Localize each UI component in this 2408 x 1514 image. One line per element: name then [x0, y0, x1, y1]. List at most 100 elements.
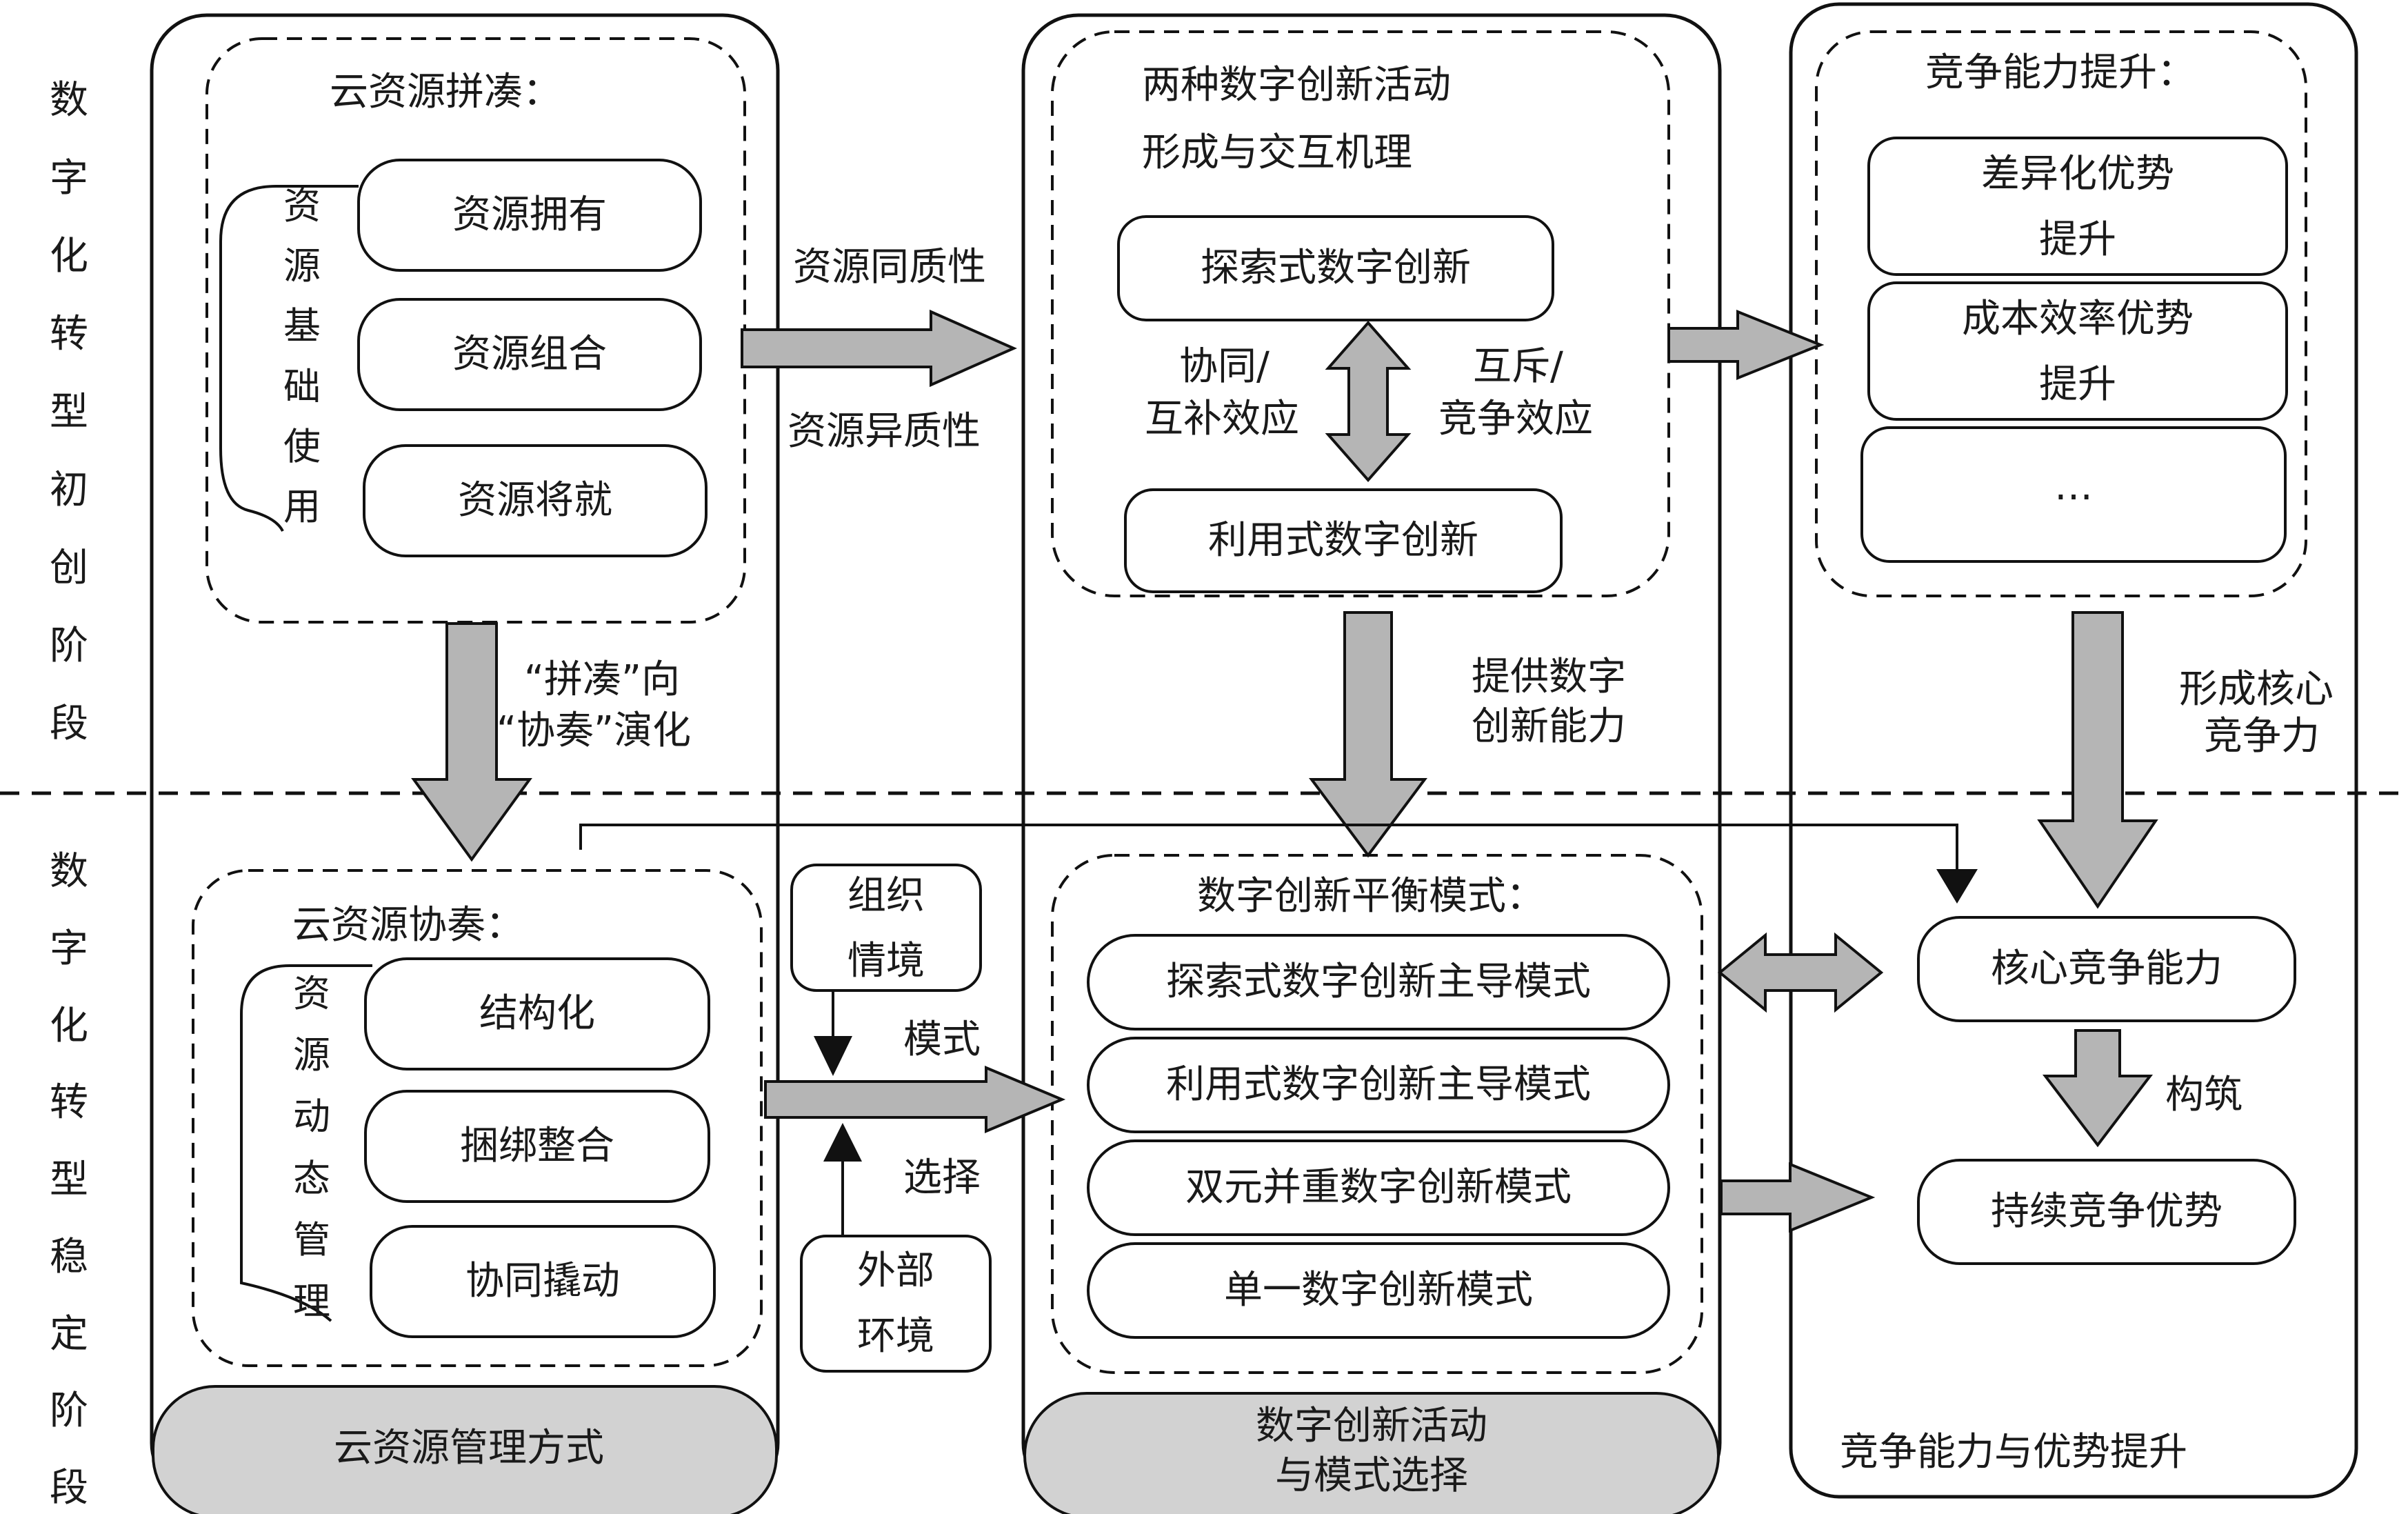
left-effect-2: 互补效应 — [1145, 397, 1299, 441]
xiezou-side-char: 理 — [293, 1279, 330, 1323]
stage-top-char: 初 — [50, 468, 88, 512]
competence-item-1: 差异化优势 提升 — [1981, 151, 2174, 262]
arrow-double-balance-core — [1717, 932, 1884, 1013]
org-context-box — [790, 864, 982, 992]
sustain-label: 持续竞争优势 — [1991, 1189, 2223, 1234]
mode-2-label: 利用式数字创新主导模式 — [1166, 1062, 1591, 1107]
stage-bottom-char: 段 — [50, 1466, 88, 1511]
middle-footer-1: 数字创新活动 — [1256, 1404, 1487, 1448]
competence-group — [1815, 30, 2307, 597]
evolution-label-2: “协奏”演化 — [496, 708, 692, 753]
xiezou-item-3-box — [370, 1225, 716, 1338]
innovation-title-2: 形成与交互机理 — [1142, 130, 1412, 175]
left-footer-shape — [152, 1385, 778, 1514]
stage-bottom-label: 数 字 化 转 型 稳 定 阶 段 — [48, 853, 90, 1508]
pinshou-side-label: 资 源 基 础 使 用 — [281, 188, 323, 526]
arrow-to-sustain — [1720, 1162, 1876, 1233]
pinshou-side-char: 用 — [283, 484, 321, 528]
arrow-to-competence — [1667, 310, 1825, 380]
pinshou-item-2-box — [357, 298, 702, 411]
xiezou-item-2: 捆绑整合 — [460, 1124, 614, 1168]
evolution-label-1: “拼凑”向 — [524, 657, 681, 702]
pinshou-side-char: 资 — [283, 184, 321, 228]
competence-item-3: … — [2054, 464, 2093, 509]
competence-item-2: 成本效率优势 提升 — [1962, 296, 2194, 407]
arrow-mode-select — [764, 1065, 1066, 1134]
right-footer: 竞争能力与优势提升 — [1840, 1430, 2187, 1475]
mode-2-box — [1087, 1037, 1670, 1133]
build-label: 构筑 — [2165, 1073, 2243, 1117]
exploit-label: 利用式数字创新 — [1208, 518, 1478, 563]
middle-footer-2: 与模式选择 — [1275, 1453, 1468, 1498]
stage-top-char: 段 — [50, 701, 88, 746]
mode-4-box — [1087, 1242, 1670, 1339]
pinshou-item-2: 资源组合 — [452, 332, 607, 377]
competence-item-3-box — [1860, 426, 2287, 563]
xiezou-title: 云资源协奏： — [292, 903, 524, 948]
stage-bottom-char: 数 — [50, 849, 88, 894]
xiezou-side-char: 资 — [293, 972, 330, 1015]
xiezou-group — [192, 869, 763, 1367]
sustain-box — [1917, 1159, 2296, 1265]
form-core-label-2: 竞争力 — [2204, 714, 2320, 759]
stage-top-label: 数 字 化 转 型 初 创 阶 段 — [48, 81, 90, 744]
pinshou-item-1-box — [357, 159, 702, 272]
heterogeneity-label: 资源异质性 — [787, 409, 981, 454]
xiezou-item-2-box — [364, 1090, 710, 1203]
mode-label: 模式 — [903, 1017, 981, 1062]
arrow-double-explore-exploit — [1325, 320, 1412, 483]
left-effect-1: 协同/ — [1179, 344, 1270, 389]
explore-label: 探索式数字创新 — [1201, 246, 1471, 290]
connector-arrowhead — [1936, 869, 1978, 904]
stage-top-char: 转 — [50, 312, 88, 357]
select-label: 选择 — [903, 1155, 981, 1200]
arrow-homogeneity — [741, 309, 1017, 388]
connector-line — [579, 824, 1958, 897]
stage-bottom-char: 型 — [50, 1157, 88, 1202]
mode-1-box — [1087, 934, 1670, 1030]
stage-bottom-char: 化 — [50, 1003, 88, 1048]
arrow-build — [2042, 1029, 2154, 1148]
left-footer: 云资源管理方式 — [334, 1426, 604, 1471]
arrow-provide — [1309, 611, 1427, 858]
core-box — [1917, 916, 2296, 1022]
pinshou-item-3-box — [363, 444, 708, 557]
competence-item-1-box — [1867, 137, 2288, 276]
pinshou-side-char: 使 — [283, 424, 321, 468]
right-effect-1: 互斥/ — [1473, 344, 1563, 389]
pinshou-side-char: 础 — [283, 364, 321, 408]
mode-3-box — [1087, 1139, 1670, 1236]
pinshou-side-char: 源 — [283, 244, 321, 288]
org-context-label: 组织 情境 — [847, 873, 925, 984]
xiezou-side-bracket — [240, 964, 372, 1322]
stage-bottom-char: 转 — [50, 1080, 88, 1126]
stage-top-char: 创 — [50, 546, 88, 590]
pinshou-side-char: 基 — [283, 304, 321, 348]
xiezou-side-char: 态 — [293, 1156, 330, 1200]
innovation-title-1: 两种数字创新活动 — [1142, 63, 1451, 108]
xiezou-side-label: 资 源 动 态 管 理 — [291, 975, 332, 1320]
arrow-form-core — [2037, 611, 2158, 909]
mode-4-label: 单一数字创新模式 — [1224, 1268, 1533, 1313]
mode-1-label: 探索式数字创新主导模式 — [1166, 959, 1591, 1004]
pinshou-item-3: 资源将就 — [458, 478, 612, 523]
right-effect-2: 竞争效应 — [1438, 397, 1593, 441]
stage-bottom-char: 定 — [50, 1311, 88, 1357]
stage-top-char: 数 — [50, 78, 88, 123]
external-env-label: 外部 环境 — [857, 1248, 934, 1359]
innovation-group — [1051, 30, 1670, 597]
homogeneity-label: 资源同质性 — [793, 245, 986, 290]
pinshou-side-bracket — [219, 185, 359, 532]
external-env-box — [800, 1235, 992, 1373]
pinshou-item-1: 资源拥有 — [452, 192, 607, 237]
xiezou-side-char: 源 — [293, 1033, 330, 1077]
competence-item-2-box — [1867, 281, 2288, 421]
xiezou-side-char: 管 — [293, 1217, 330, 1262]
xiezou-side-char: 动 — [293, 1095, 330, 1139]
middle-footer-shape — [1023, 1392, 1720, 1514]
org-context-arrowhead — [814, 1036, 852, 1076]
competence-title: 竞争能力提升： — [1925, 50, 2196, 95]
explore-box — [1117, 215, 1554, 321]
